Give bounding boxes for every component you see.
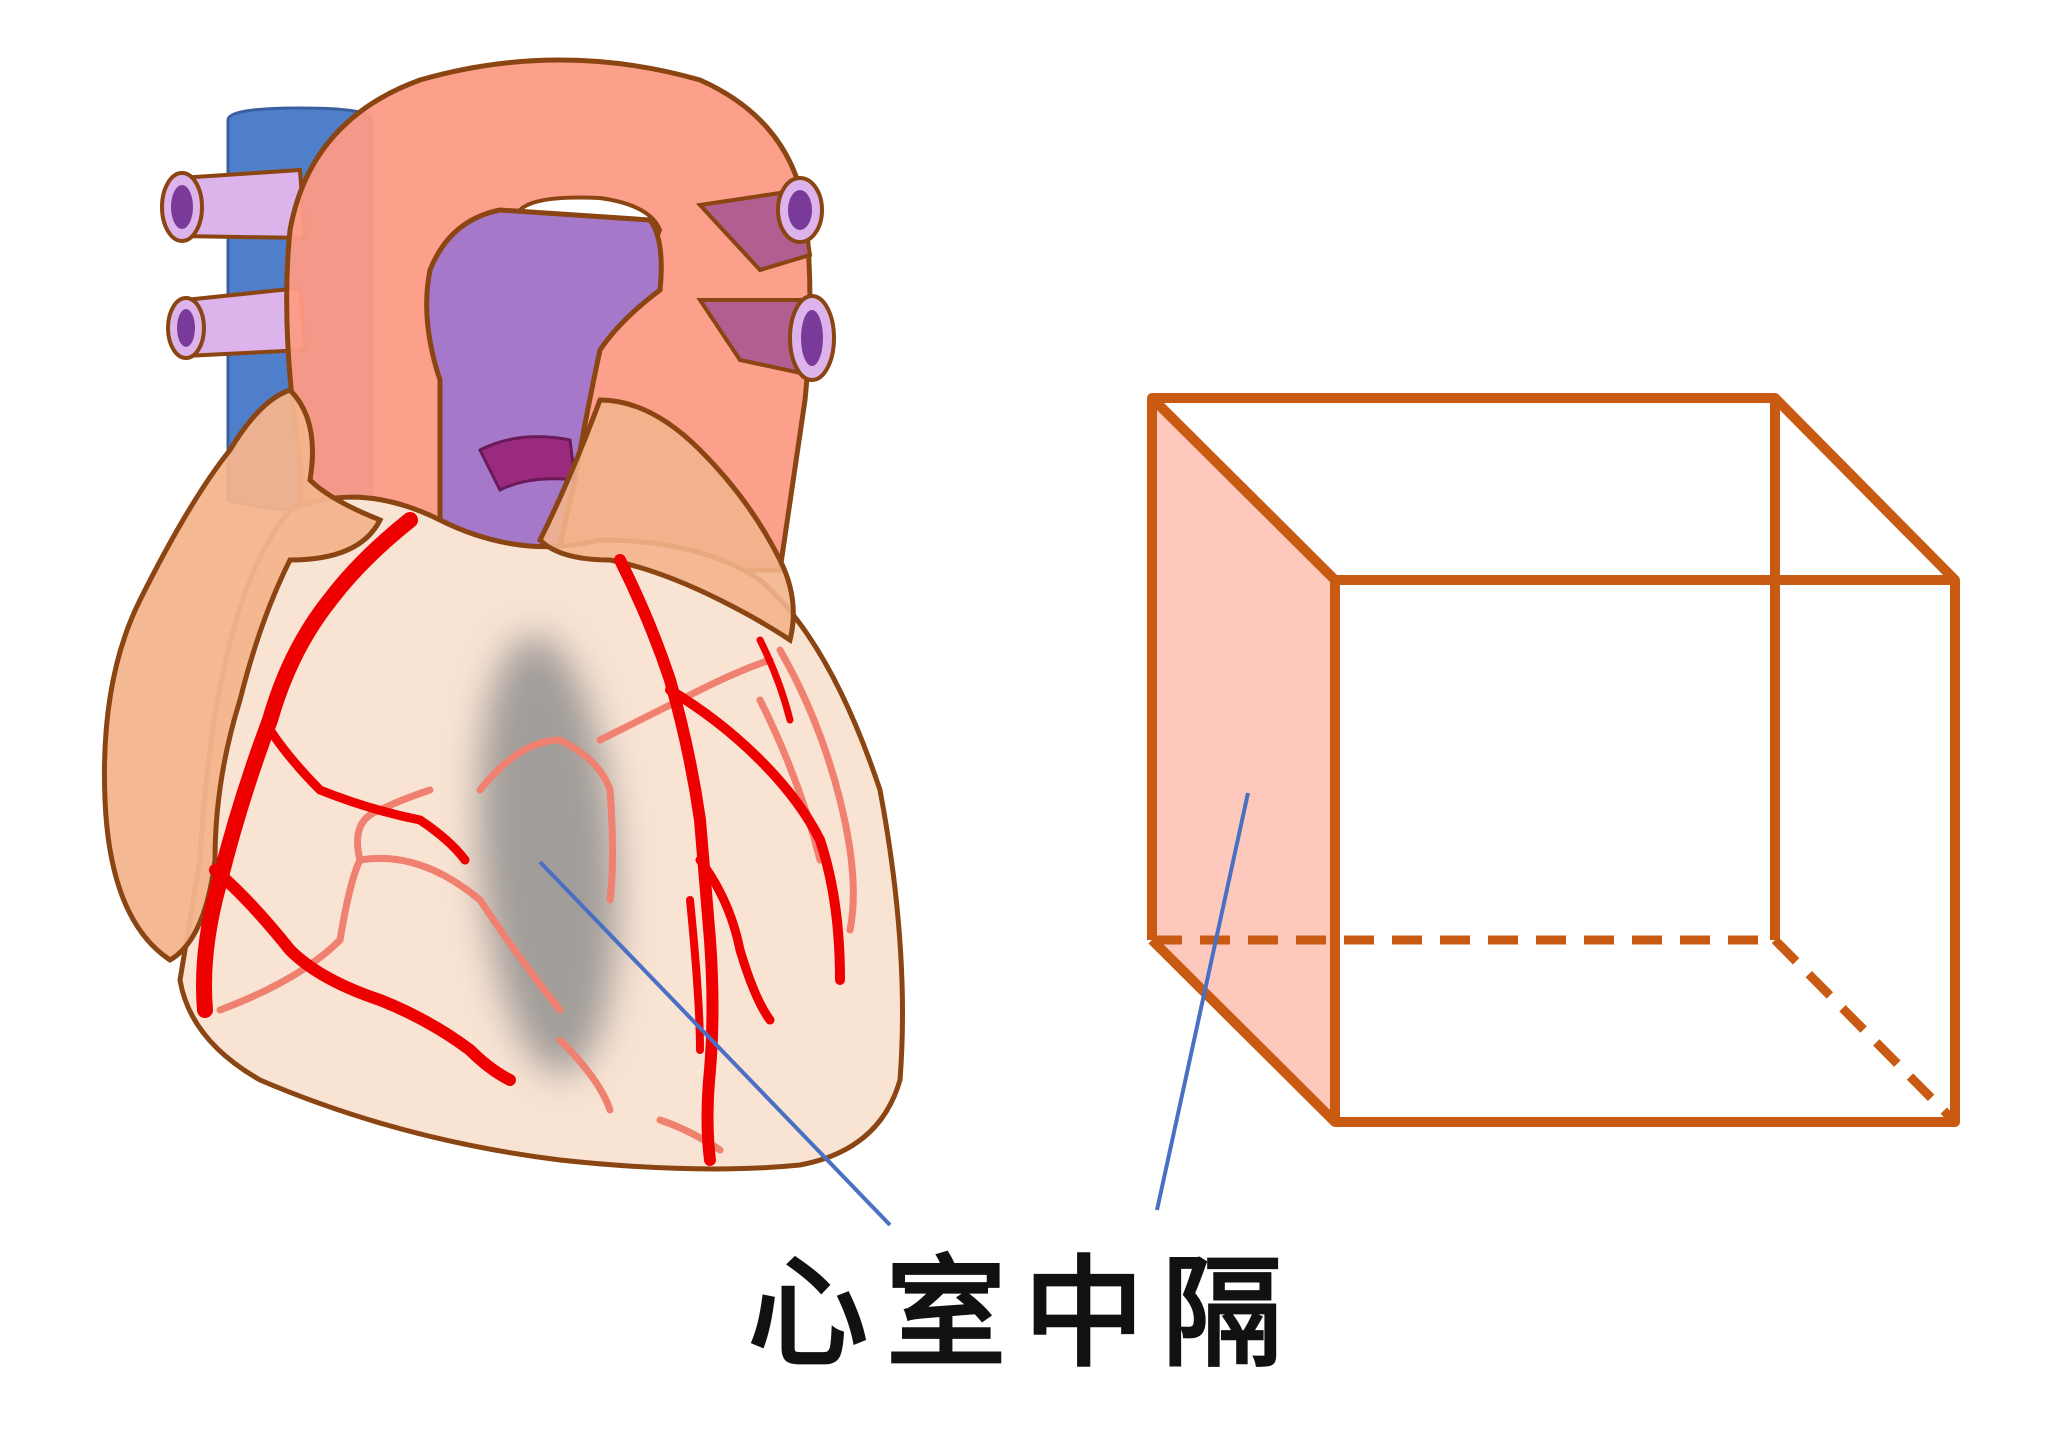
left-atrium-appendage [536, 397, 796, 645]
pulmonary-branch [477, 435, 577, 493]
box-septum-face [1152, 398, 1335, 1122]
septum-shadow [478, 635, 618, 1075]
box-hidden-edges [1152, 935, 1959, 1126]
box-model-illustration [1147, 393, 1960, 1211]
box-visible-edges [1147, 393, 1960, 1127]
leader-line-heart [538, 860, 892, 1227]
septum-label: 心室中隔 [748, 1245, 1300, 1384]
coronary-veins [216, 646, 857, 1154]
pulmonary-veins-right [695, 176, 836, 382]
coronary-arteries [196, 512, 845, 1166]
leader-line-box [1155, 792, 1250, 1211]
heart-illustration [101, 57, 905, 1227]
pulmonary-veins-left [160, 167, 308, 360]
